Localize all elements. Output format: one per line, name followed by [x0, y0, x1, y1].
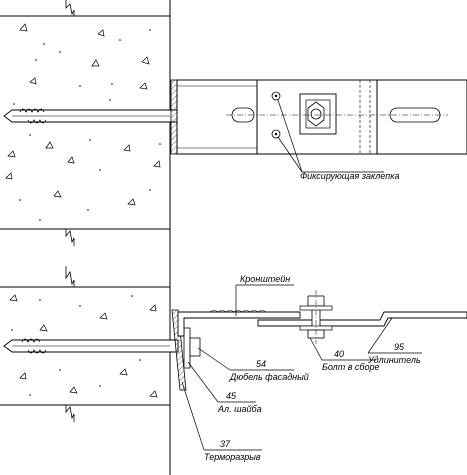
dowel-top [3, 108, 179, 124]
thermal-break-label: Терморазрыв [204, 452, 261, 462]
bracket-plate-top [176, 79, 258, 155]
concrete-wall-top [0, 0, 171, 475]
dowel-bottom [3, 338, 179, 354]
bracket-callout: Кронштейн [235, 274, 294, 316]
washer-callout: 45 Ал. шайба [187, 361, 262, 414]
facade-dowel-number: 54 [256, 359, 266, 369]
washer-number: 45 [226, 391, 237, 401]
fixing-rivet-label: Фиксирующая заклепка [300, 171, 400, 181]
concrete-wall-bottom [0, 266, 170, 422]
fixing-rivet-callout: Фиксирующая заклепка [277, 99, 400, 181]
extension-label: Удлинитель [367, 355, 421, 365]
extension-plate-top [226, 79, 467, 155]
thermal-break-top [170, 79, 178, 155]
extension-callout: 95 Удлинитель [367, 317, 422, 365]
concrete-dots-top [13, 29, 161, 221]
thermal-break-number: 37 [220, 439, 231, 449]
facade-dowel-callout: 54 Дюбель фасадный [197, 347, 309, 382]
bolt-label: Болт в сборе [322, 362, 380, 372]
thermal-break-callout: 37 Терморазрыв [181, 381, 262, 462]
bolt-assembly [299, 290, 333, 344]
washer-bottom [183, 327, 191, 369]
bracket-label: Кронштейн [240, 274, 290, 284]
extension-number: 95 [394, 342, 405, 352]
bolt-callout: 40 Болт в сборе [309, 337, 380, 372]
bracket-profile [177, 310, 301, 337]
bottom-view: Кронштейн 95 Удлинитель 40 Болт в сборе … [0, 266, 467, 462]
concrete-aggregate-bottom [9, 294, 158, 398]
dowel-head-bottom [189, 337, 201, 357]
washer-label: Ал. шайба [217, 404, 262, 414]
bolt-number: 40 [334, 349, 344, 359]
concrete-aggregate-top [5, 23, 161, 206]
concrete-dots-bottom [11, 295, 141, 396]
facade-dowel-label: Дюбель фасадный [229, 372, 309, 382]
thermal-break-bottom [171, 309, 187, 391]
